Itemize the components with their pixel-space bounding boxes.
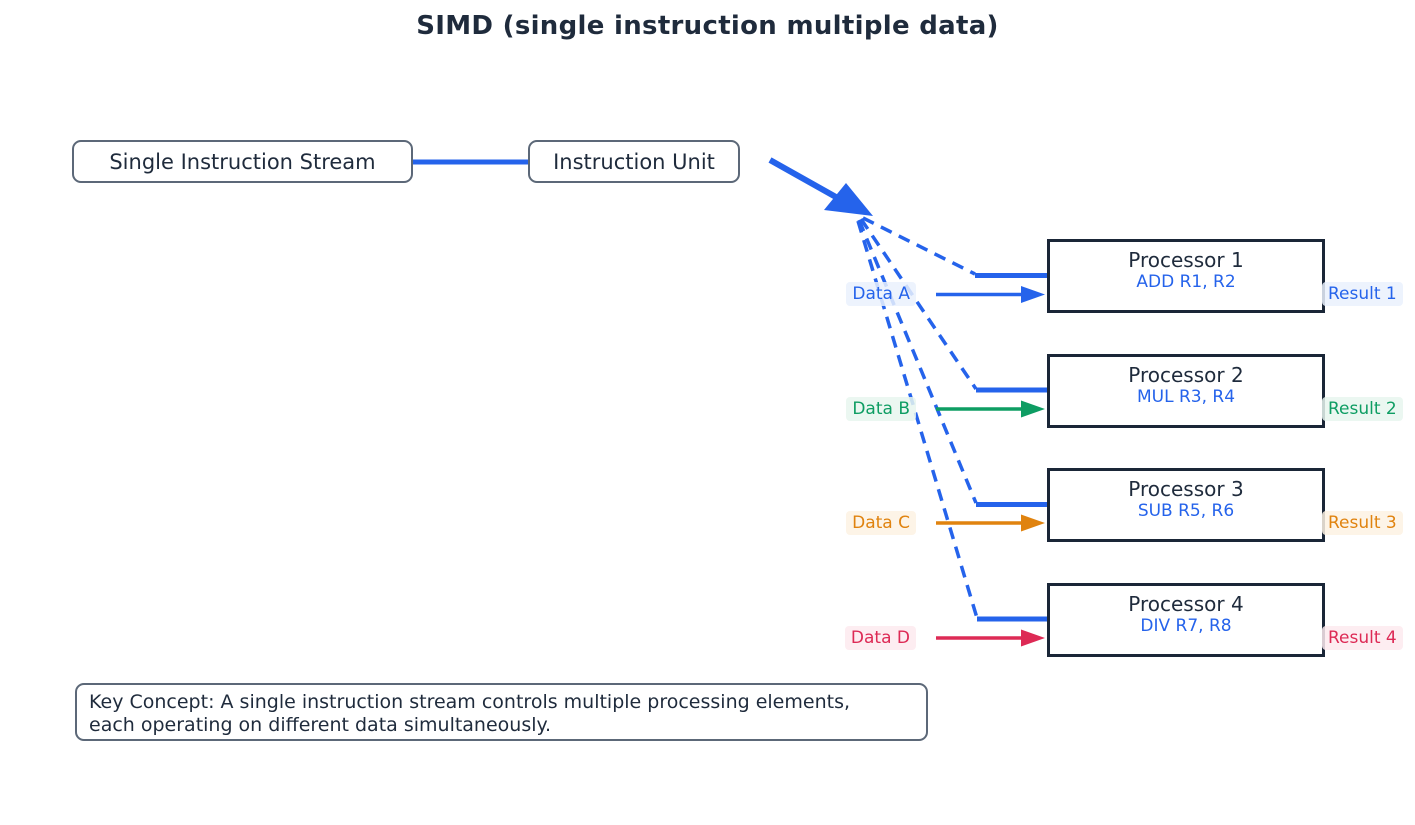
broadcast-arrow-head — [824, 183, 873, 216]
data-arrow-d-head — [1021, 629, 1045, 647]
data-arrow-b-head — [1021, 400, 1045, 418]
processor-box-4: Processor 4 DIV R7, R8 — [1047, 582, 1325, 657]
diagram-title: SIMD (single instruction multiple data) — [416, 11, 999, 41]
processor-box-1: Processor 1 ADD R1, R2 — [1047, 239, 1325, 313]
data-arrow-b — [936, 400, 1045, 418]
result-label-1: Result 1 — [1322, 282, 1403, 306]
processor-box-2: Processor 2 MUL R3, R4 — [1047, 353, 1325, 428]
data-label-d: Data D — [844, 626, 916, 650]
broadcast-dashed-line-p1 — [862, 216, 976, 276]
data-arrow-d — [936, 629, 1045, 647]
broadcast-dashed-line-p2 — [859, 218, 978, 390]
processor-2-instruction: MUL R3, R4 — [1136, 386, 1236, 407]
data-arrow-c-head — [1021, 514, 1045, 532]
data-arrow-a-head — [1021, 286, 1045, 303]
node-single-instruction-stream-label: Single Instruction Stream — [109, 149, 376, 174]
result-label-3: Result 3 — [1322, 511, 1403, 535]
processor-3-name: Processor 3 — [1128, 477, 1244, 501]
result-label-4: Result 4 — [1322, 626, 1403, 650]
data-label-a: Data A — [846, 282, 916, 306]
broadcast-arrow-shaft — [768, 157, 845, 204]
key-concept-line-1: Key Concept: A single instruction stream… — [89, 691, 851, 713]
data-label-b: Data B — [846, 397, 916, 421]
node-single-instruction-stream: Single Instruction Stream — [72, 140, 413, 183]
data-label-c: Data C — [846, 511, 916, 535]
node-instruction-unit-label: Instruction Unit — [553, 149, 715, 174]
node-instruction-unit: Instruction Unit — [528, 140, 740, 183]
processor-4-instruction: DIV R7, R8 — [1140, 615, 1232, 636]
processor-1-instruction: ADD R1, R2 — [1136, 272, 1236, 292]
result-label-2: Result 2 — [1322, 397, 1403, 421]
processor-3-instruction: SUB R5, R6 — [1137, 501, 1235, 521]
broadcast-dashed-line-p3 — [857, 219, 978, 504]
processor-4-name: Processor 4 — [1128, 591, 1244, 616]
key-concept-line-2: each operating on different data simulta… — [89, 714, 552, 736]
key-concept-box: Key Concept: A single instruction stream… — [75, 683, 928, 741]
processor-2-name: Processor 2 — [1128, 362, 1244, 387]
data-arrow-c — [936, 514, 1045, 532]
processor-box-3: Processor 3 SUB R5, R6 — [1047, 468, 1325, 542]
processor-1-name: Processor 1 — [1128, 248, 1244, 272]
data-arrow-a — [936, 286, 1045, 303]
